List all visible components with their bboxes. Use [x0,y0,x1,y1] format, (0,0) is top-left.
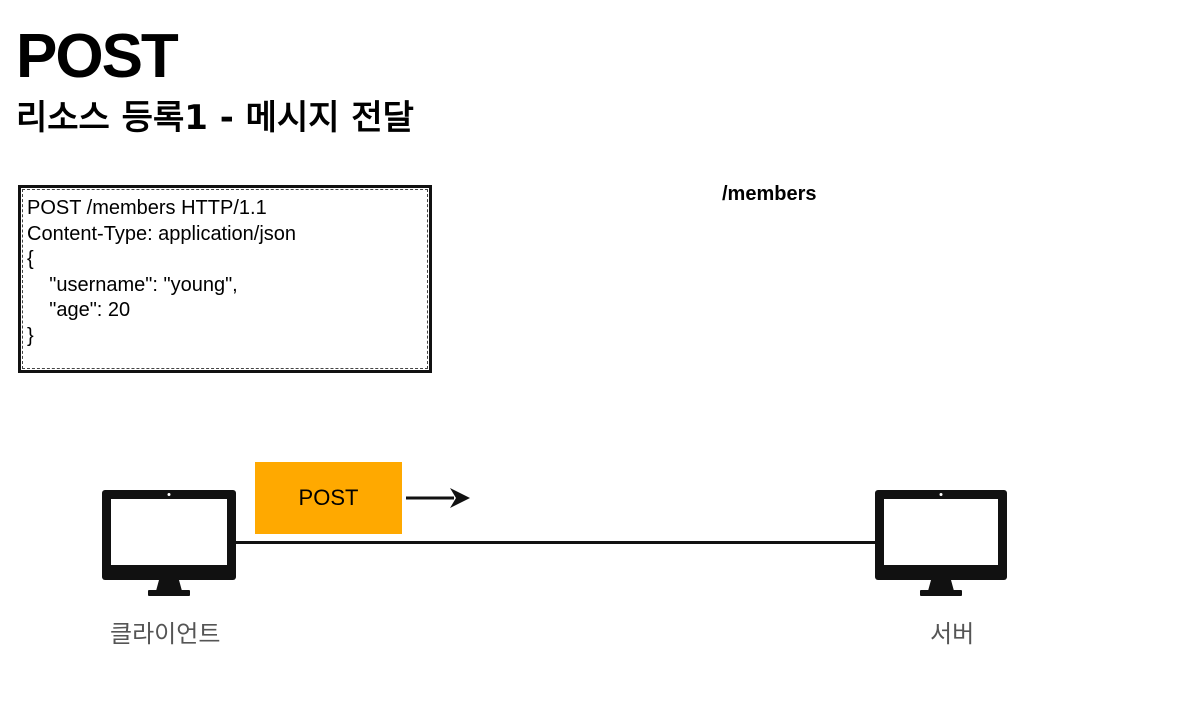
resource-path: /members [722,183,817,205]
request-body-age: "age": 20 [27,299,131,321]
arrow-right-icon [406,488,470,508]
request-body-open: { [27,248,34,270]
page-title: POST [16,22,179,91]
http-request-message: POST /members HTTP/1.1 Content-Type: app… [18,185,432,373]
request-line: POST /members HTTP/1.1 [27,197,267,219]
client-computer-monitor-icon [102,490,236,596]
request-header: Content-Type: application/json [27,222,297,245]
client-label: 클라이언트 [110,620,221,648]
request-body-username: "username": "young", [27,273,238,296]
server-computer-monitor-icon [875,490,1007,596]
post-message-label: POST [298,485,359,510]
request-body-close: } [27,324,34,347]
page-subtitle: 리소스 등록1 - 메시지 전달 [16,98,414,138]
network-connection-line [234,541,876,544]
post-message-tag: POST [255,462,402,534]
server-label: 서버 [930,620,975,648]
